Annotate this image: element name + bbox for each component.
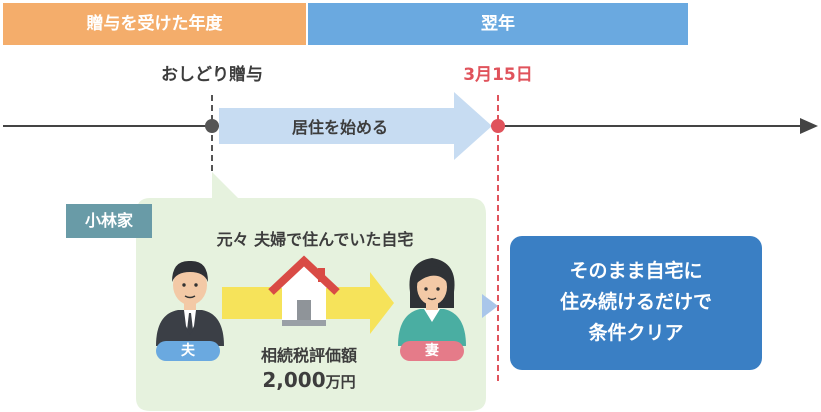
result-pointer [482, 294, 498, 318]
wife-icon [398, 258, 466, 346]
result-line-3: 条件クリア [588, 322, 684, 344]
valuation-number: 2,000 [262, 368, 326, 392]
timeline-arrowhead [800, 118, 818, 134]
residence-arrow [219, 92, 492, 160]
result-line-2: 住み続けるだけで [559, 291, 712, 313]
gift-event-label: おしどり贈与 [161, 65, 263, 85]
next-year-header-label: 翌年 [481, 14, 515, 34]
family-name-text: 小林家 [84, 211, 133, 230]
valuation-unit: 万円 [325, 373, 356, 391]
wife-label: 妻 [425, 343, 439, 359]
deadline-label: 3月15日 [463, 65, 533, 85]
wife-label-badge: 妻 [400, 341, 464, 361]
home-caption: 元々 夫婦で住んでいた自宅 [216, 230, 414, 249]
residence-arrow-label: 居住を始める [291, 118, 388, 137]
result-line-1: そのまま自宅に [569, 260, 703, 282]
family-name-tag: 小林家 [66, 204, 152, 238]
gift-year-header-label: 贈与を受けた年度 [86, 14, 223, 34]
result-box [510, 236, 762, 370]
house-icon [268, 255, 340, 326]
husband-icon [156, 260, 224, 346]
deadline-point [491, 119, 505, 133]
valuation-amount: 2,000万円 [224, 368, 394, 392]
husband-label-badge: 夫 [156, 341, 220, 361]
gift-year-header: 贈与を受けた年度 [3, 3, 306, 45]
gift-point [205, 119, 219, 133]
valuation-label: 相続税評価額 [260, 346, 357, 365]
husband-label: 夫 [181, 343, 195, 359]
next-year-header: 翌年 [308, 3, 688, 45]
result-text: そのまま自宅に 住み続けるだけで 条件クリア [510, 256, 762, 349]
